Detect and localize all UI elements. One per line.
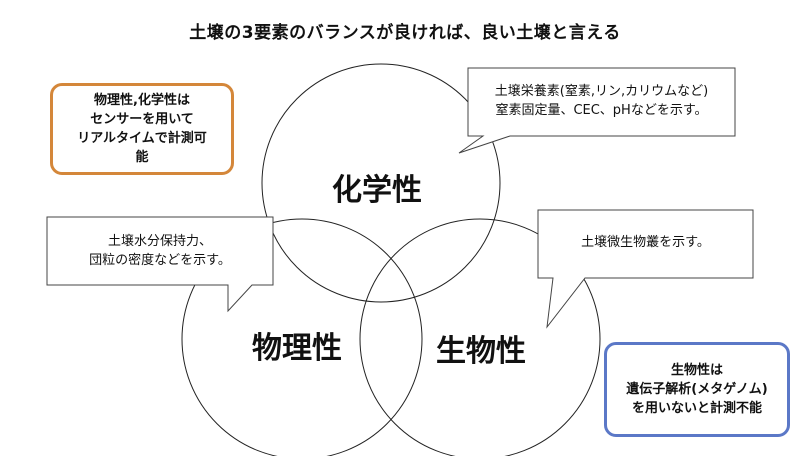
callout-chemical-text: 土壌栄養素(窒素,リン,カリウムなど) 窒素固定量、CEC、pHなどを示す。 (468, 82, 735, 120)
note-metagenome-line-2: 遺伝子解析(メタゲノム) (626, 382, 768, 397)
label-biological: 生物性 (436, 334, 526, 369)
callout-biological-shape (537, 209, 754, 329)
note-sensor-line-4: 能 (135, 150, 149, 165)
callout-physical-text: 土壌水分保持力、 団粒の密度などを示す。 (47, 232, 273, 270)
label-physical: 物理性 (252, 331, 342, 366)
note-metagenome-line-3: を用いないと計測不能 (631, 401, 762, 416)
callout-biological-line-1: 土壌微生物叢を示す。 (581, 235, 710, 250)
page-title: 土壌の3要素のバランスが良ければ、良い土壌と言える (189, 23, 621, 43)
callout-physical-line-1: 土壌水分保持力、 (107, 234, 212, 249)
callout-physical-shape (46, 216, 274, 313)
circle-physical (181, 218, 423, 456)
circle-biological (359, 218, 601, 456)
callout-chemical-shape (458, 67, 736, 154)
callout-chemical-line-1: 土壌栄養素(窒素,リン,カリウムなど) (494, 84, 709, 99)
label-chemical: 化学性 (332, 173, 422, 208)
note-sensor-line-3: リアルタイムで計測可 (77, 131, 207, 146)
note-metagenome: 生物性は 遺伝子解析(メタゲノム) を用いないと計測不能 (604, 342, 790, 437)
note-sensor-line-2: センサーを用いて (90, 112, 194, 127)
callout-chemical-line-2: 窒素固定量、CEC、pHなどを示す。 (495, 103, 708, 118)
callout-biological-text: 土壌微生物叢を示す。 (538, 233, 753, 252)
note-sensor-line-1: 物理性,化学性は (94, 93, 190, 108)
circle-chemical (261, 63, 501, 303)
note-sensor: 物理性,化学性は センサーを用いて リアルタイムで計測可 能 (50, 83, 234, 175)
note-metagenome-line-1: 生物性は (670, 363, 723, 378)
callout-physical-line-2: 団粒の密度などを示す。 (89, 253, 231, 268)
